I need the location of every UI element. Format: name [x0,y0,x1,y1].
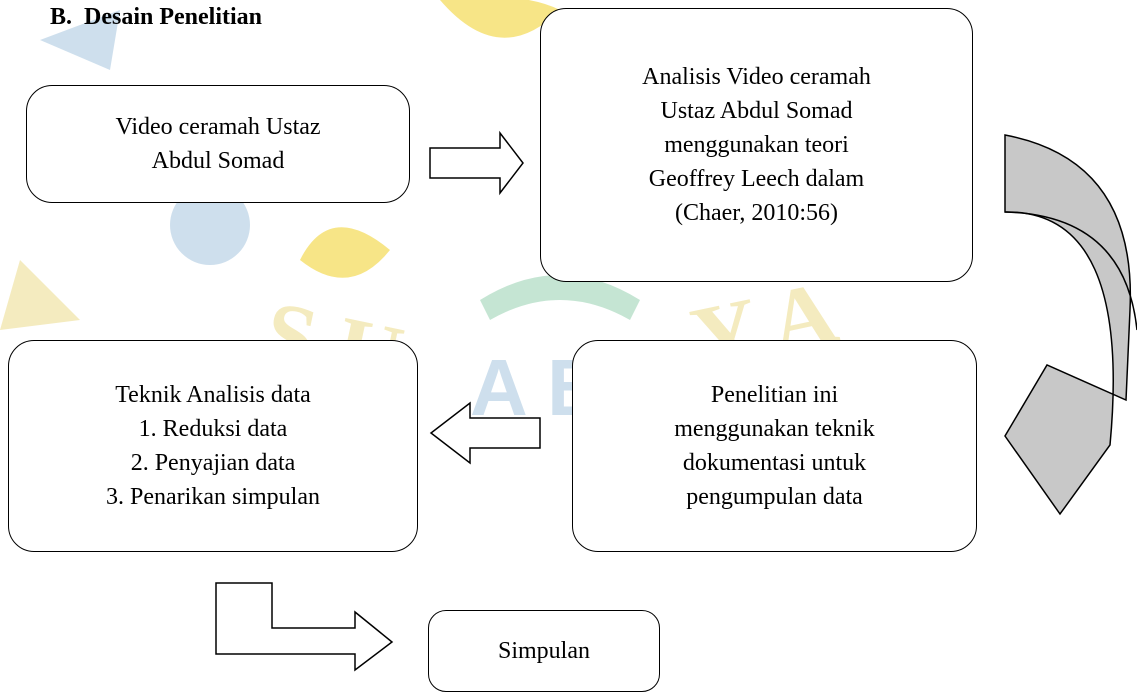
curved-arrow-icon [1004,134,1132,516]
arrow-left-icon [429,401,541,465]
arrow-right-icon [429,130,524,196]
box-line: Geoffrey Leech dalam [648,166,865,192]
box-line: Ustaz Abdul Somad [660,98,853,124]
box-line: Teknik Analisis data [115,382,311,408]
box-line: dokumentasi untuk [682,450,867,476]
box-line: 2. Penyajian data [130,450,296,476]
box-line: Abdul Somad [151,148,285,174]
box-line: menggunakan teknik [674,416,875,442]
box-line: Analisis Video ceramah [642,64,871,90]
box-line: Penelitian ini [710,382,839,408]
box-analisis-video: Analisis Video ceramah Ustaz Abdul Somad… [540,8,973,282]
box-line: 1. Reduksi data [138,416,288,442]
box-line: pengumpulan data [686,484,863,510]
box-line: menggunakan teori [664,132,849,158]
box-line: Video ceramah Ustaz [115,114,321,140]
box-line: (Chaer, 2010:56) [675,200,838,226]
box-penelitian: Penelitian ini menggunakan teknik dokume… [572,340,977,552]
box-line: Simpulan [497,638,590,664]
box-video-ceramah: Video ceramah Ustaz Abdul Somad [26,85,410,203]
box-simpulan: Simpulan [428,610,660,692]
box-teknik-analisis: Teknik Analisis data 1. Reduksi data 2. … [8,340,418,552]
section-heading: B. Desain Penelitian [50,4,263,30]
box-line: 3. Penarikan simpulan [106,484,320,510]
l-shaped-arrow-icon [215,582,394,672]
curved-arrow-inner-edge [1004,211,1137,331]
